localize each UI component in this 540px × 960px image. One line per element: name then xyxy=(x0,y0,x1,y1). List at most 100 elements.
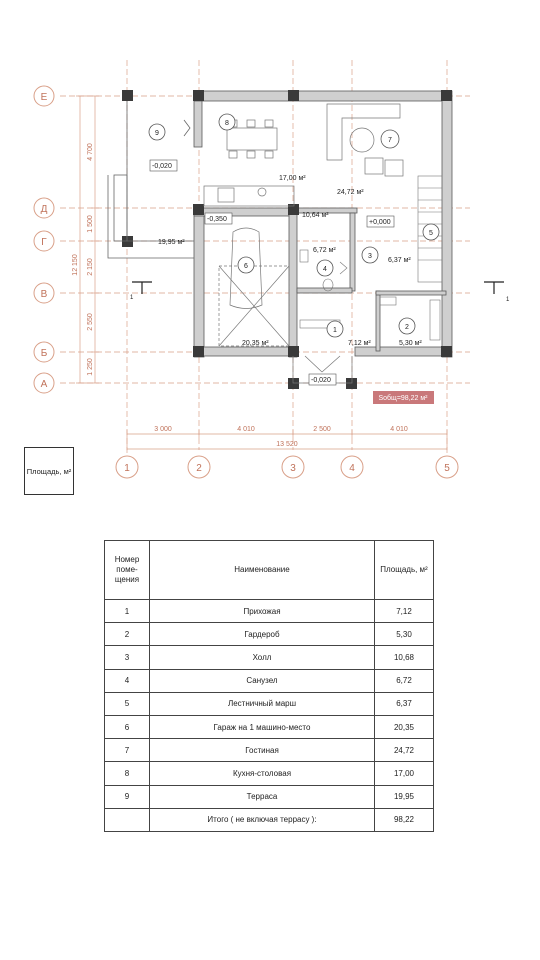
area-room-7: 24,72 м² xyxy=(337,189,364,196)
axis-label-4: 4 xyxy=(349,463,355,474)
header-room-name: Наименование xyxy=(149,540,375,600)
column xyxy=(441,90,452,101)
room-number-6: 6 xyxy=(244,263,248,270)
dim-left-2: 1 500 xyxy=(87,215,94,233)
armchair xyxy=(364,157,384,175)
legend-area-label: Площадь, м² xyxy=(26,466,72,476)
dim-bottom-1: 3 000 xyxy=(154,426,172,433)
chair xyxy=(228,150,238,159)
washbasin xyxy=(299,249,309,263)
cell-name: Холл xyxy=(149,645,375,670)
cell-area: 5,30 xyxy=(374,622,434,647)
area-room-2: 5,30 м² xyxy=(399,340,422,347)
cell-area: 19,95 xyxy=(374,784,434,809)
room-marker-8 xyxy=(218,113,236,131)
axis-label-2: 2 xyxy=(196,463,202,474)
room-marker-9 xyxy=(148,123,166,141)
cell-number: 2 xyxy=(104,622,150,647)
level-tag xyxy=(366,215,395,228)
wall-garage-west xyxy=(193,207,205,358)
header-room-area: Площадь, м² xyxy=(374,540,434,600)
room-number-4: 4 xyxy=(323,266,327,273)
wall-east xyxy=(441,90,453,358)
chair xyxy=(264,150,274,159)
column xyxy=(288,204,299,215)
room-marker-1 xyxy=(326,320,344,338)
header-room-number: Номер поме-щения xyxy=(104,540,150,600)
terrace-bench xyxy=(113,174,128,242)
wall-north xyxy=(198,90,448,102)
room-number-9: 9 xyxy=(155,130,159,137)
axis-bubble-4 xyxy=(340,455,364,479)
wall-bath-south xyxy=(296,287,353,294)
cell-total-label: Итого ( не включая террасу ): xyxy=(149,807,375,832)
cell-area: 7,12 xyxy=(374,598,434,624)
axis-bubble-v xyxy=(33,282,55,304)
level-tag xyxy=(204,212,233,225)
axis-bubble-g xyxy=(33,230,55,252)
cell-name: Терраса xyxy=(149,784,375,809)
cell-name: Санузел xyxy=(149,668,375,693)
entrance-door xyxy=(304,355,341,373)
axis-bubble-e xyxy=(33,85,55,107)
terrace-steps xyxy=(107,175,194,259)
area-room-9: 19,95 м² xyxy=(158,239,185,246)
cell-area: 20,35 xyxy=(374,714,434,740)
dim-left-total: 12 150 xyxy=(72,254,79,276)
room-number-7: 7 xyxy=(388,137,392,144)
dim-left-5: 1 250 xyxy=(87,358,94,376)
cell-number: 4 xyxy=(104,668,150,693)
axis-bubble-5 xyxy=(435,455,459,479)
sink xyxy=(257,187,267,197)
armchair xyxy=(384,159,404,177)
cell-number: 9 xyxy=(104,784,150,809)
wall-bath-east xyxy=(349,212,356,292)
chair xyxy=(264,119,274,128)
cell-name: Гараж на 1 машино-место xyxy=(149,714,375,740)
room-number-3: 3 xyxy=(368,253,372,260)
area-room-8: 17,00 м² xyxy=(279,175,306,182)
wardrobe-shelf xyxy=(379,296,397,306)
axis-label-v: В xyxy=(41,289,48,300)
room-number-8: 8 xyxy=(225,120,229,127)
column xyxy=(288,346,299,357)
dim-bottom-4: 4 010 xyxy=(390,426,408,433)
chair xyxy=(246,150,256,159)
table-total-row: Итого ( не включая террасу ):98,22 xyxy=(104,807,434,832)
parking-cross xyxy=(218,265,290,347)
table-header-row: Номер поме-щения Наименование Площадь, м… xyxy=(104,540,434,600)
wall-wardrobe-north xyxy=(375,290,447,296)
cell-number: 6 xyxy=(104,714,150,740)
area-room-3: 10,64 м² xyxy=(302,212,329,219)
axis-bubble-3 xyxy=(281,455,305,479)
wall-garage-east xyxy=(288,207,298,358)
toilet xyxy=(322,278,334,292)
column xyxy=(122,236,133,247)
room-marker-7 xyxy=(380,129,400,149)
cell-number: 7 xyxy=(104,738,150,763)
bath-door xyxy=(339,261,348,275)
chair xyxy=(246,119,256,128)
coffee-table xyxy=(349,127,375,153)
terrace-door xyxy=(183,119,191,137)
dim-bottom-total: 13 520 xyxy=(276,441,298,448)
cell-number: 3 xyxy=(104,645,150,670)
level-tag xyxy=(149,159,178,172)
column xyxy=(288,378,299,389)
dim-bottom-2: 4 010 xyxy=(237,426,255,433)
cell-number: 1 xyxy=(104,598,150,624)
room-number-5: 5 xyxy=(429,230,433,237)
axis-bubble-a xyxy=(33,372,55,394)
cell-name: Прихожая xyxy=(149,598,375,624)
total-area-badge xyxy=(373,391,434,404)
level-terrace: -0,020 xyxy=(152,163,172,170)
kitchen-counter xyxy=(203,185,295,207)
axis-label-g: Г xyxy=(41,237,47,248)
column xyxy=(441,346,452,357)
level-porch: -0,020 xyxy=(311,377,331,384)
axis-label-1: 1 xyxy=(124,463,130,474)
